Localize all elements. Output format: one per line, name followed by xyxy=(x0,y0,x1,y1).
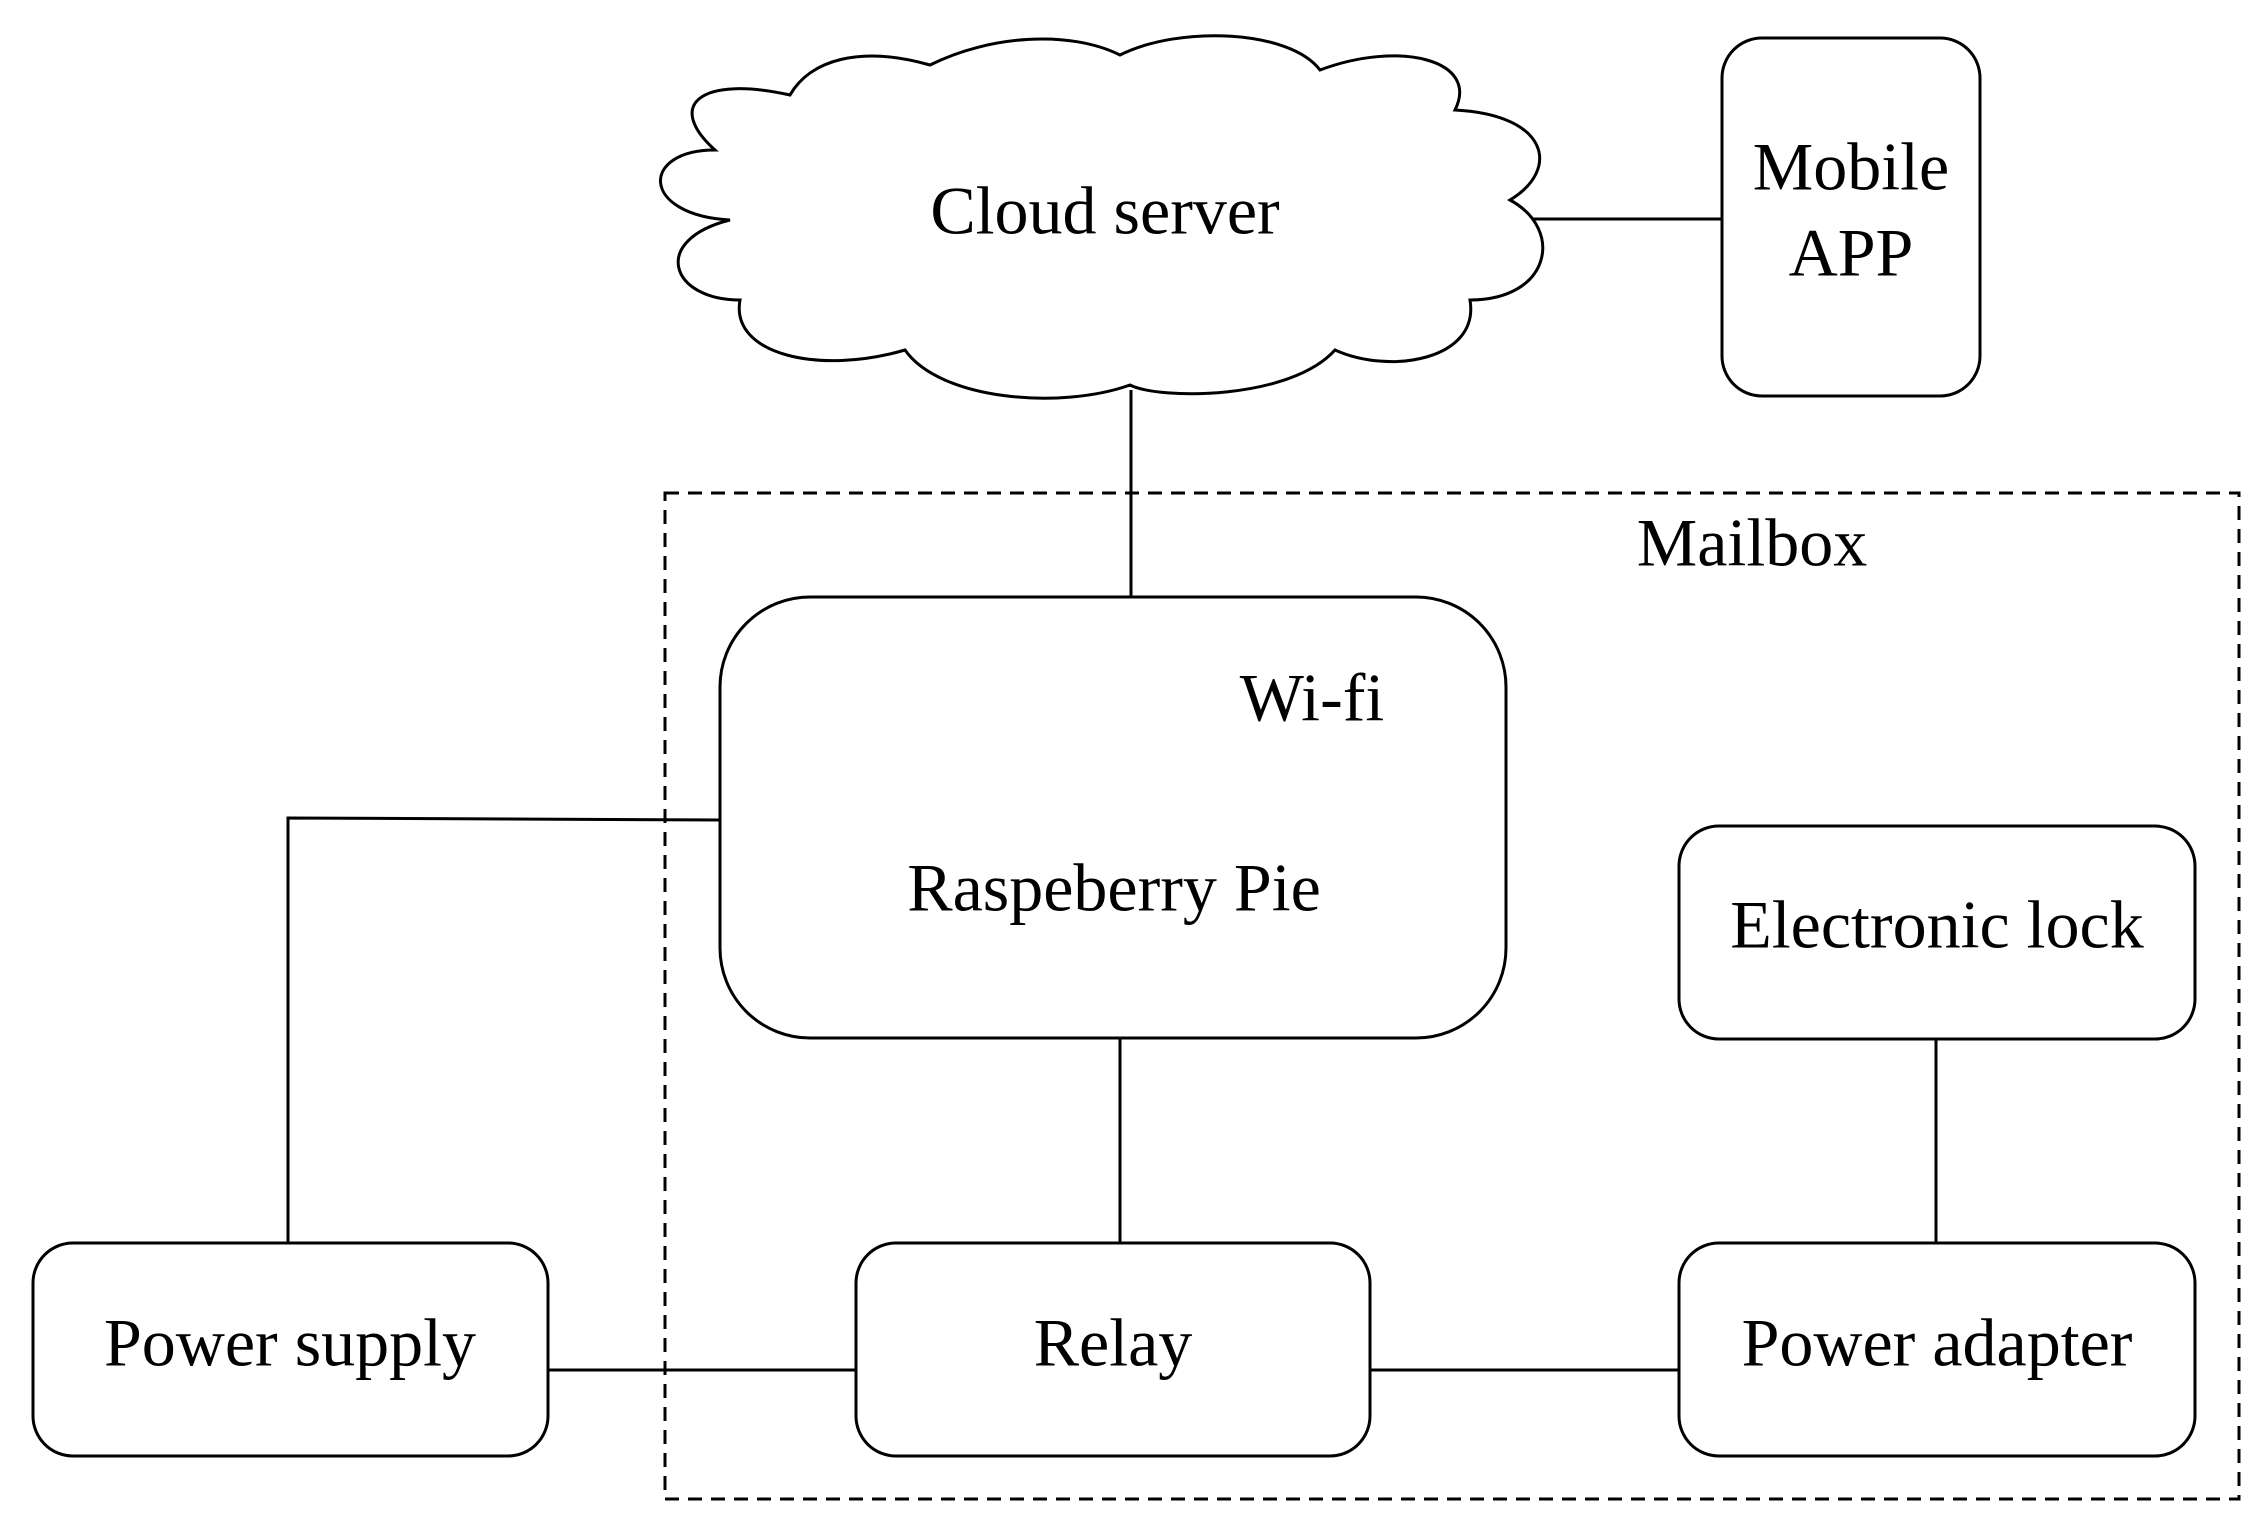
mailbox-label: Mailbox xyxy=(1637,505,1867,581)
connector-raspberry-power-supply xyxy=(286,816,721,1243)
electronic-lock-box xyxy=(1677,824,2197,1041)
raspberry-pi-label: Raspeberry Pie xyxy=(907,850,1321,926)
mobile-app-node: Mobile APP xyxy=(1720,36,1982,398)
power-supply-node: Power supply xyxy=(31,1241,550,1458)
power-supply-box xyxy=(31,1241,550,1458)
relay-node: Relay xyxy=(854,1241,1372,1458)
power-supply-label: Power supply xyxy=(104,1305,476,1381)
cloud-server-node: Cloud server xyxy=(659,34,1545,400)
mobile-app-label-line2: APP xyxy=(1789,215,1914,291)
relay-label: Relay xyxy=(1034,1305,1193,1381)
electronic-lock-node: Electronic lock xyxy=(1677,824,2197,1041)
relay-box xyxy=(854,1241,1372,1458)
raspberry-pi-node: Wi-fi Raspeberry Pie xyxy=(718,595,1508,1040)
electronic-lock-label: Electronic lock xyxy=(1730,887,2143,963)
wifi-label: Wi-fi xyxy=(1240,660,1385,736)
power-adapter-node: Power adapter xyxy=(1677,1241,2197,1458)
mobile-app-box xyxy=(1720,36,1982,398)
cloud-shape xyxy=(659,34,1545,400)
power-adapter-box xyxy=(1677,1241,2197,1458)
power-adapter-label: Power adapter xyxy=(1742,1305,2133,1381)
mobile-app-label-line1: Mobile xyxy=(1753,129,1949,205)
connectors xyxy=(286,217,1938,1372)
mailbox-boundary xyxy=(663,491,2241,1501)
raspberry-pi-box xyxy=(718,595,1508,1040)
cloud-server-label: Cloud server xyxy=(930,173,1280,249)
